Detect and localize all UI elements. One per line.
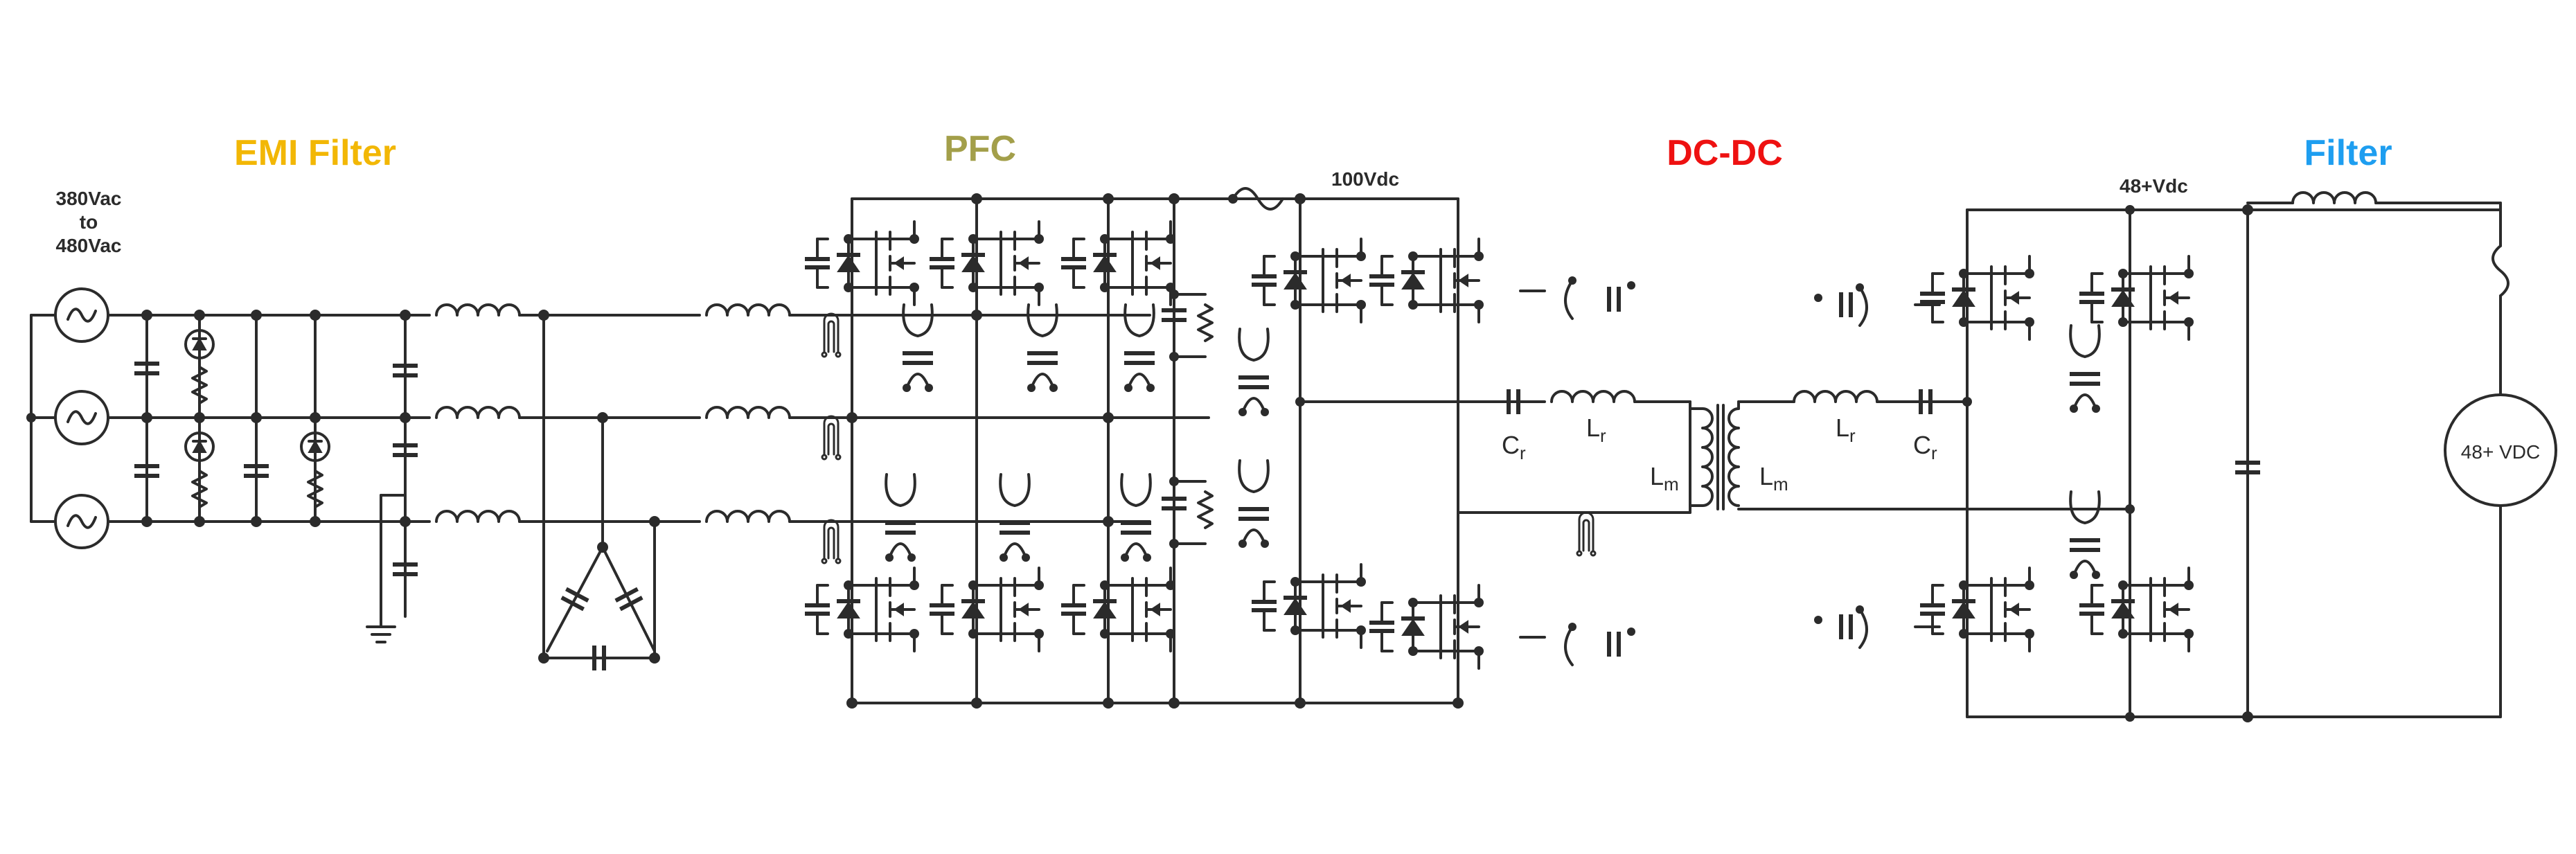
dc-dc-title: DC-DC (1667, 133, 1783, 173)
lm-primary-label: Lm (1650, 462, 1679, 495)
ac-source-phase-b (54, 390, 109, 445)
input-voltage-line2: to (80, 211, 98, 233)
cr-primary-label: Cr (1502, 431, 1526, 463)
load-label: 48+ VDC (2461, 441, 2540, 463)
output-filter (2235, 191, 2557, 722)
emi-filter-network (107, 303, 1210, 670)
input-voltage-line1: 380Vac (56, 188, 122, 209)
ac-source-phase-a (54, 287, 109, 343)
lr-secondary-label: Lr (1836, 413, 1856, 446)
input-wiring (26, 314, 57, 523)
dc-dc-stage (1369, 239, 2131, 668)
ac-source-phase-c (54, 494, 109, 549)
pfc-title: PFC (944, 129, 1016, 169)
emi-filter-title: EMI Filter (234, 133, 396, 173)
pfc-output-voltage-label: 100Vdc (1331, 168, 1399, 190)
pfc-stage (805, 187, 1518, 709)
cr-secondary-label: Cr (1913, 431, 1937, 463)
lm-secondary-label: Lm (1759, 462, 1788, 495)
secondary-rectifier (1814, 205, 2502, 722)
output-voltage-label: 48+Vdc (2120, 175, 2188, 197)
input-voltage-line3: 480Vac (56, 235, 122, 256)
lr-primary-label: Lr (1586, 413, 1606, 446)
filter-title: Filter (2304, 133, 2392, 173)
